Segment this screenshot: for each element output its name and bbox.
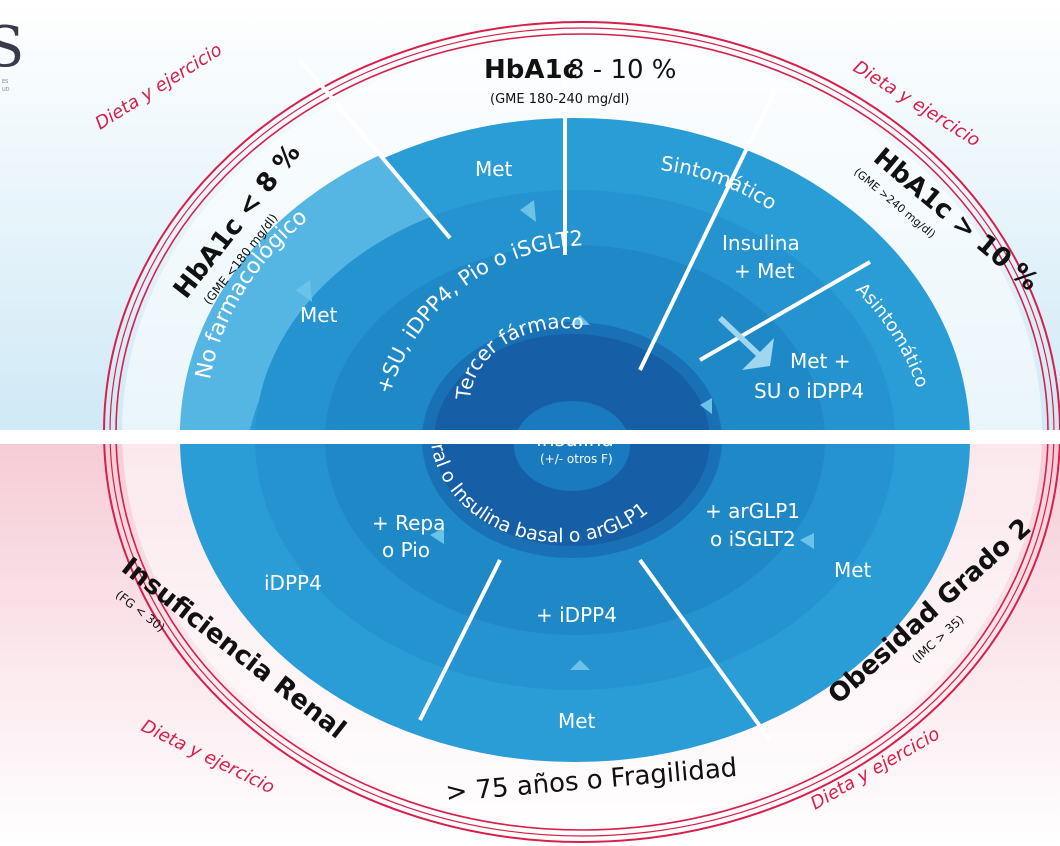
label-met-right: Met	[834, 558, 872, 582]
label-repa-line2: o Pio	[382, 538, 430, 562]
flow-arrows	[296, 200, 814, 670]
divider-horizontal	[0, 430, 1060, 444]
label-met-su-line2: SU o iDPP4	[754, 379, 864, 403]
logo-mark: S	[0, 18, 25, 80]
label-otros-center: (+/- otros F)	[540, 452, 613, 466]
label-repa-line1: + Repa	[372, 511, 445, 535]
label-idpp4-bottom: + iDPP4	[536, 603, 617, 627]
logo-text-line1: ES	[2, 79, 9, 85]
label-arglp1-line1: + arGLP1	[705, 499, 800, 523]
label-met-top: Met	[475, 157, 513, 181]
label-met-bottom: Met	[558, 709, 596, 733]
label-idpp4-left: iDPP4	[264, 571, 322, 595]
top-sector-sub: (GME 180-240 mg/dl)	[490, 92, 629, 107]
label-insulina-met-line2: + Met	[734, 259, 795, 283]
label-met-su-line1: Met +	[790, 349, 851, 373]
label-insulina-center: Insulina	[536, 427, 614, 451]
label-arglp1-line2: o iSGLT2	[710, 527, 796, 551]
top-sector-title: HbA1c	[484, 55, 578, 85]
sector-dividers	[298, 42, 871, 742]
logo-text-line2: UD	[2, 87, 10, 93]
logo: S ES UD	[0, 18, 26, 108]
ring-no-farm	[180, 155, 450, 430]
double-arrow	[708, 316, 774, 370]
label-met-left: Met	[300, 303, 338, 327]
logo-text: ES UD	[2, 78, 26, 94]
label-insulina-met-line1: Insulina	[722, 231, 800, 255]
top-sector-value: 8 - 10 %	[568, 55, 677, 85]
